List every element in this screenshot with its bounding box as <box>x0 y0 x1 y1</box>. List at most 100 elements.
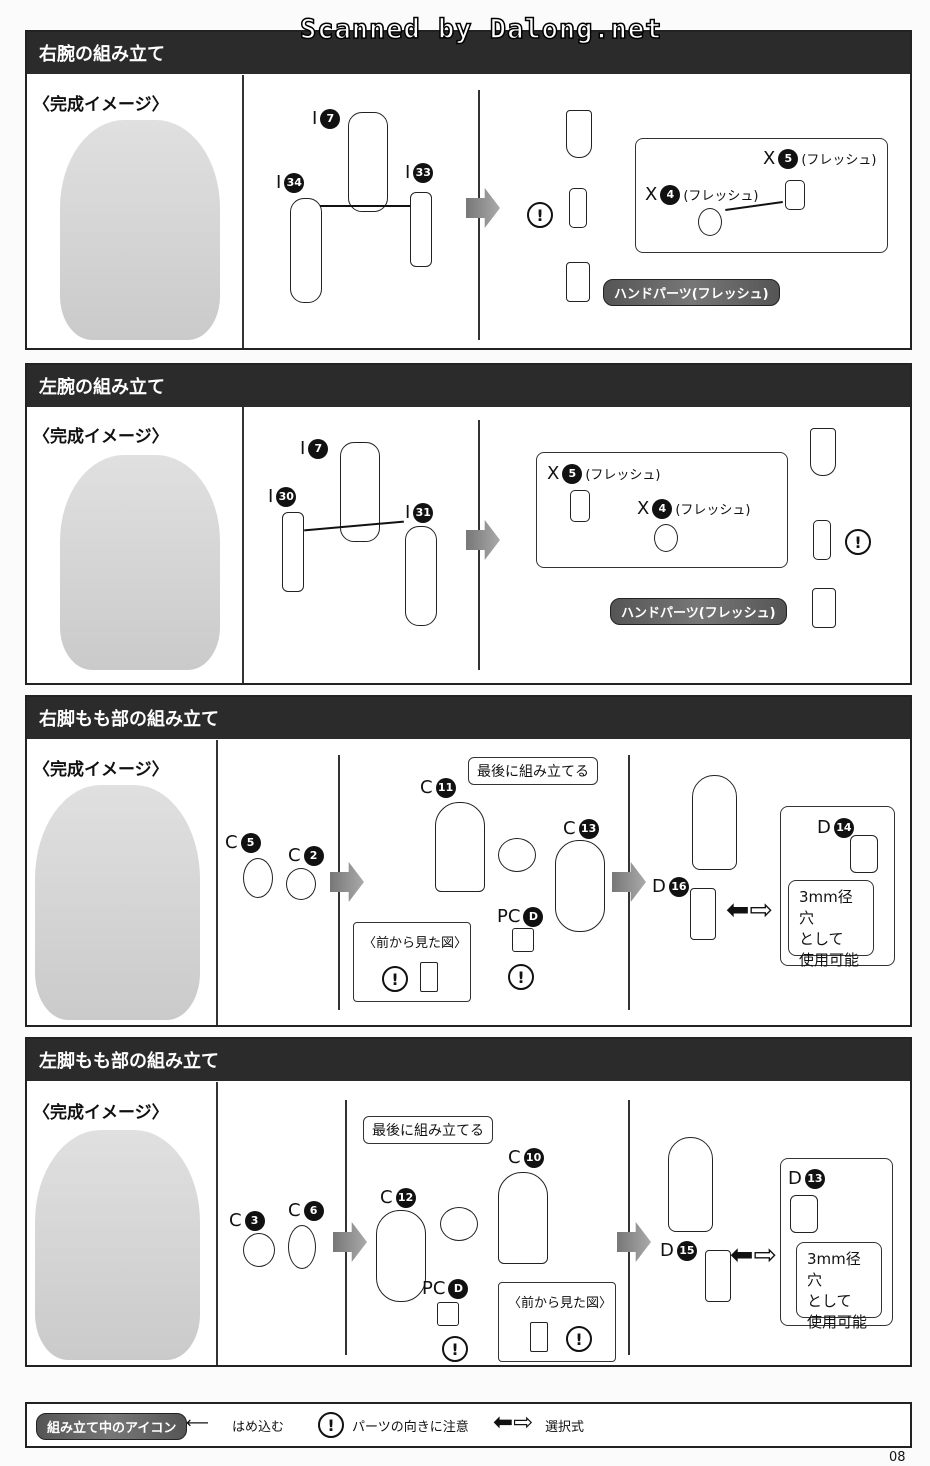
part-knee <box>705 1250 731 1302</box>
part-letter: X <box>547 463 560 484</box>
completed-figure-image <box>35 1130 200 1360</box>
part-letter: I <box>268 486 274 507</box>
part-letter: 3mm径穴 <box>807 1250 861 1289</box>
part-number-badge: 13 <box>578 818 599 839</box>
callout-assemble-last: 最後に組み立てる <box>363 1116 493 1144</box>
part-number-badge: 5 <box>240 832 261 853</box>
part-number-badge: 30 <box>276 486 297 507</box>
part-hip-joint <box>440 1207 478 1241</box>
part-letter: I <box>405 502 411 523</box>
part-number-badge: 34 <box>284 172 305 193</box>
part-letter: PC <box>422 1278 446 1299</box>
part-number-badge: 11 <box>435 777 456 798</box>
part-letter: X <box>763 148 776 169</box>
completed-figure-image <box>60 120 220 340</box>
part-number-badge: 14 <box>833 817 854 838</box>
watermark: Scanned by Dalong.net <box>299 13 663 46</box>
part-thigh-back <box>555 840 605 932</box>
part-number-badge: 12 <box>395 1187 416 1208</box>
image-label: 〈完成イメージ〉 <box>33 427 169 447</box>
part-pc <box>437 1302 459 1326</box>
part-letter: C <box>288 1200 301 1221</box>
part-letter: として <box>799 930 844 948</box>
part-variant-note: (フレッシュ) <box>801 153 877 168</box>
part-number-badge: 7 <box>308 438 329 459</box>
part-letter: 3mm径穴 <box>799 888 853 927</box>
image-label: 〈完成イメージ〉 <box>33 1103 169 1123</box>
part-joint <box>243 858 273 898</box>
part-pc-front <box>530 1322 548 1352</box>
front-view-box <box>498 1282 616 1362</box>
legend-caution: パーツの向きに注意 <box>352 1420 469 1435</box>
completed-figure-image <box>60 455 220 670</box>
insert-arrow-icon: ⟵ <box>186 1413 209 1432</box>
part-joint <box>288 1225 316 1269</box>
part-joint <box>569 188 587 228</box>
part-cap <box>286 868 316 900</box>
caution-icon: ! <box>318 1412 344 1438</box>
part-variant-note: (フレッシュ) <box>683 189 759 204</box>
part-pc-front <box>420 962 438 992</box>
page-number: 08 <box>889 1450 906 1465</box>
part-thigh-back <box>376 1210 426 1302</box>
part-number-badge: 7 <box>320 108 341 129</box>
part-pc <box>512 928 534 952</box>
part-letter: 使用可能 <box>799 951 860 969</box>
panel-divider <box>216 1082 218 1365</box>
select-icon: ⬅⇨ <box>726 893 773 926</box>
caution-icon: ! <box>508 964 534 990</box>
legend-insert: はめ込む <box>232 1420 285 1435</box>
part-wrist-ball <box>698 208 722 236</box>
part-hip-joint <box>498 838 536 872</box>
select-icon: ⬅⇨ <box>730 1238 777 1271</box>
part-number-badge: 15 <box>676 1240 697 1261</box>
part-letter: PC <box>497 906 521 927</box>
part-number-badge: 4 <box>652 498 673 519</box>
part-letter: I <box>300 438 306 459</box>
panel-divider <box>216 740 218 1025</box>
legend-select: 選択式 <box>545 1420 585 1435</box>
section-title: 左腕の組み立て <box>27 365 910 407</box>
part-letter: X <box>637 498 650 519</box>
legend-badge: 組み立て中のアイコン <box>36 1413 188 1440</box>
front-view-label: 〈前から見た図〉 <box>363 936 468 951</box>
caution-icon: ! <box>382 966 408 992</box>
part-letter: I <box>312 108 318 129</box>
panel-divider <box>345 1100 347 1355</box>
part-variant-note: (フレッシュ) <box>675 503 751 518</box>
part-upper-arm <box>566 110 592 158</box>
part-forearm-cover <box>410 192 432 267</box>
insert-arrow-line <box>320 205 410 207</box>
hand-parts-badge: ハンドパーツ(フレッシュ) <box>610 598 787 625</box>
part-joint <box>813 520 831 560</box>
front-view-box <box>353 922 471 1002</box>
part-number-badge: 5 <box>562 463 583 484</box>
part-letter: C <box>229 1210 242 1231</box>
part-arm-upper <box>348 112 388 212</box>
part-number-badge: 2 <box>303 845 324 866</box>
part-wrist-ball <box>654 524 678 552</box>
caution-icon: ! <box>442 1336 468 1362</box>
part-forearm <box>405 526 437 626</box>
